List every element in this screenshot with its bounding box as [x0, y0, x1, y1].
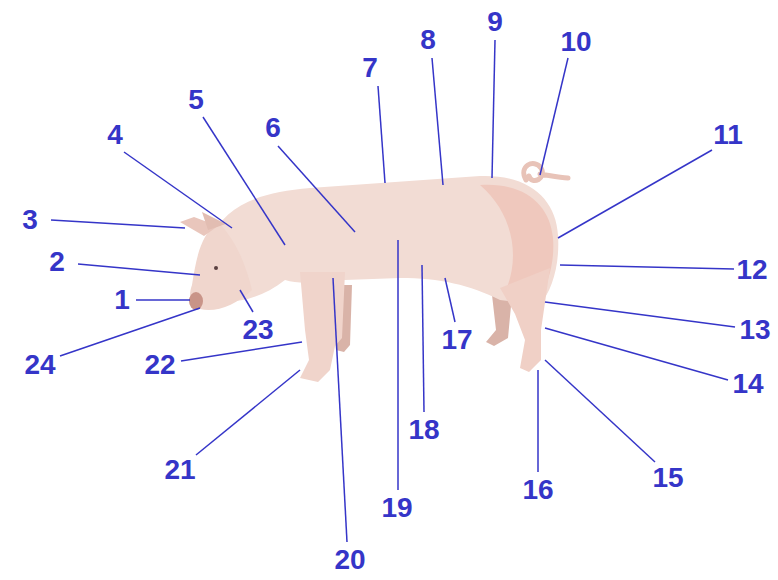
callout-number: 8 — [420, 26, 436, 54]
callout-number: 2 — [49, 248, 65, 276]
callout-number: 18 — [408, 416, 439, 444]
rear-leg — [500, 268, 550, 372]
callout-number: 13 — [739, 316, 770, 344]
callout-number: 20 — [334, 546, 365, 574]
callout-number: 11 — [713, 121, 743, 149]
callout-number: 6 — [265, 114, 281, 142]
leader-lines — [51, 40, 735, 542]
snout — [189, 292, 203, 310]
callout-number: 12 — [736, 256, 767, 284]
tail — [524, 164, 568, 181]
callout-number: 15 — [652, 464, 683, 492]
callout-number: 4 — [107, 121, 123, 149]
callout-number: 7 — [362, 54, 378, 82]
callout-number: 17 — [441, 326, 472, 354]
callout-number: 9 — [487, 8, 503, 36]
callout-number: 5 — [188, 86, 204, 114]
callout-number: 3 — [22, 206, 38, 234]
callout-number: 24 — [24, 351, 55, 379]
eye — [214, 266, 218, 270]
callout-number: 14 — [732, 370, 763, 398]
callout-number: 1 — [114, 286, 130, 314]
callout-number: 22 — [144, 351, 175, 379]
callout-number: 23 — [242, 316, 273, 344]
callout-number: 16 — [522, 476, 553, 504]
callout-number: 21 — [164, 456, 195, 484]
callout-number: 10 — [560, 28, 591, 56]
far-rear-leg — [486, 295, 512, 346]
callout-number: 19 — [381, 494, 412, 522]
